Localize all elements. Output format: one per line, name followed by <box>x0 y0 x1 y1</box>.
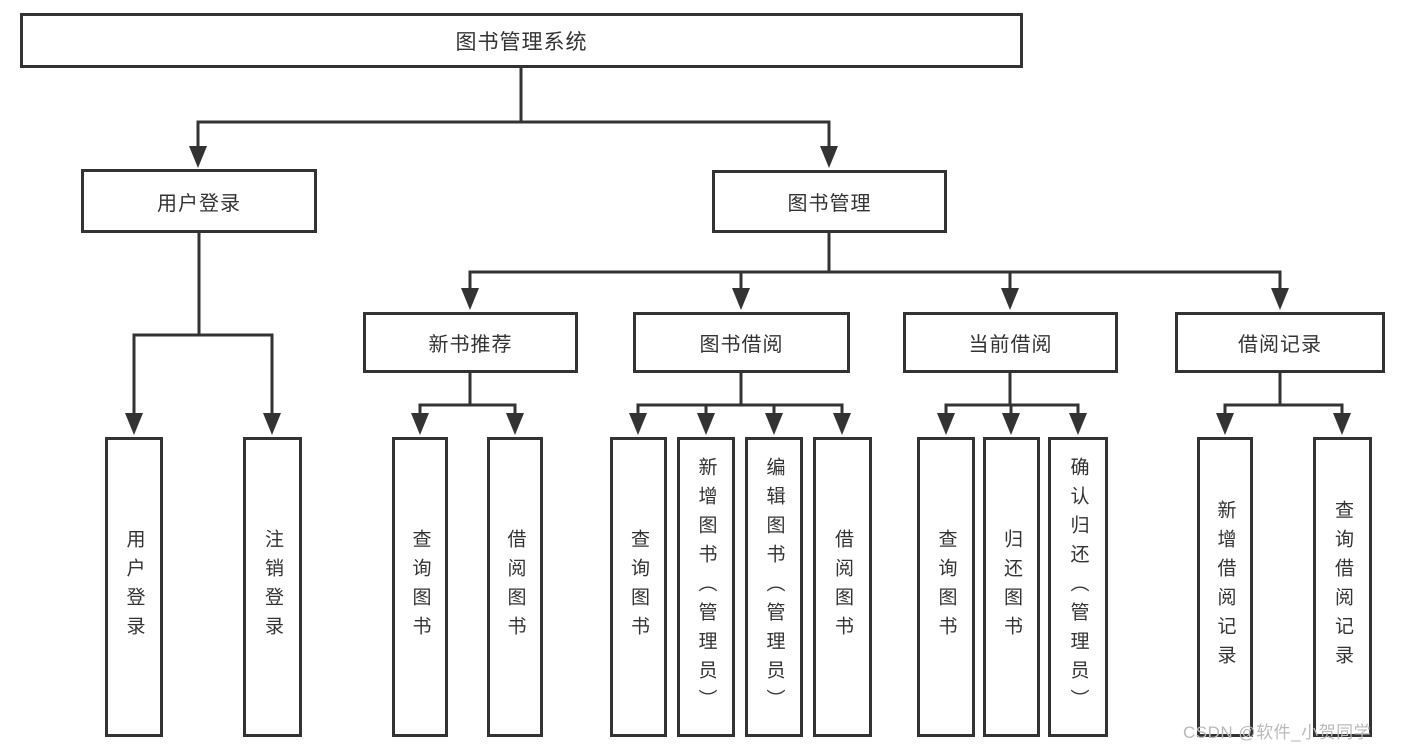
csdn-watermark: CSDN @软件_小贺同学 <box>1183 723 1372 742</box>
node-leaf-query-books-3: 查询图书 <box>917 437 975 737</box>
node-new-book-recommend: 新书推荐 <box>363 312 578 373</box>
connector-root-to-level2 <box>196 66 831 154</box>
node-leaf-user-login: 用户登录 <box>105 437 163 737</box>
node-leaf-borrow-books-1-label: 借阅图书 <box>504 529 526 645</box>
node-current-borrowing-label: 当前借阅 <box>968 334 1053 356</box>
node-leaf-user-login-label: 用户登录 <box>123 529 145 645</box>
node-borrowing-records-label: 借阅记录 <box>1238 334 1322 356</box>
node-book-management: 图书管理 <box>712 170 947 233</box>
node-leaf-query-borrow-record-label: 查询借阅记录 <box>1332 500 1353 674</box>
node-current-borrowing: 当前借阅 <box>903 312 1118 373</box>
node-leaf-edit-books-admin-label: 编辑图书（管理员） <box>763 456 785 718</box>
node-leaf-query-borrow-record: 查询借阅记录 <box>1313 437 1372 737</box>
node-leaf-add-borrow-record: 新增借阅记录 <box>1197 437 1253 737</box>
node-leaf-borrow-books-2-label: 借阅图书 <box>832 529 853 645</box>
connector-borrow-children <box>636 371 844 423</box>
node-new-book-recommend-label: 新书推荐 <box>428 334 513 356</box>
node-leaf-add-books-admin-label: 新增图书（管理员） <box>695 456 717 718</box>
node-leaf-confirm-return-admin: 确认归还（管理员） <box>1048 437 1108 737</box>
node-leaf-add-borrow-record-label: 新增借阅记录 <box>1214 500 1236 674</box>
node-root-system: 图书管理系统 <box>20 13 1023 68</box>
connector-new-book-children <box>418 371 517 423</box>
node-leaf-borrow-books-1: 借阅图书 <box>487 437 543 737</box>
node-book-borrowing-label: 图书借阅 <box>699 334 784 356</box>
node-leaf-return-books-label: 归还图书 <box>1001 529 1022 645</box>
node-leaf-query-books-1: 查询图书 <box>392 437 448 737</box>
node-leaf-query-books-1-label: 查询图书 <box>409 529 431 645</box>
node-root-system-label: 图书管理系统 <box>455 30 588 54</box>
node-leaf-add-books-admin: 新增图书（管理员） <box>677 437 735 737</box>
node-leaf-query-books-2-label: 查询图书 <box>628 529 649 645</box>
node-leaf-query-books-2: 查询图书 <box>610 437 667 737</box>
arrowheads <box>125 146 1351 435</box>
node-leaf-confirm-return-admin-label: 确认归还（管理员） <box>1067 456 1089 718</box>
node-user-login: 用户登录 <box>81 169 317 233</box>
node-borrowing-records: 借阅记录 <box>1175 312 1385 373</box>
connector-book-mgmt-children <box>468 231 1282 298</box>
node-leaf-logout-label: 注销登录 <box>262 529 283 645</box>
node-book-borrowing: 图书借阅 <box>633 312 850 373</box>
node-leaf-edit-books-admin: 编辑图书（管理员） <box>745 437 803 737</box>
node-leaf-return-books: 归还图书 <box>983 437 1040 737</box>
node-leaf-borrow-books-2: 借阅图书 <box>813 437 872 737</box>
node-user-login-label: 用户登录 <box>157 192 241 215</box>
connector-user-login-children <box>132 231 274 423</box>
node-leaf-logout: 注销登录 <box>243 437 302 737</box>
connector-records-children <box>1223 371 1344 423</box>
node-leaf-query-books-3-label: 查询图书 <box>935 529 957 645</box>
node-book-management-label: 图书管理 <box>787 193 872 215</box>
